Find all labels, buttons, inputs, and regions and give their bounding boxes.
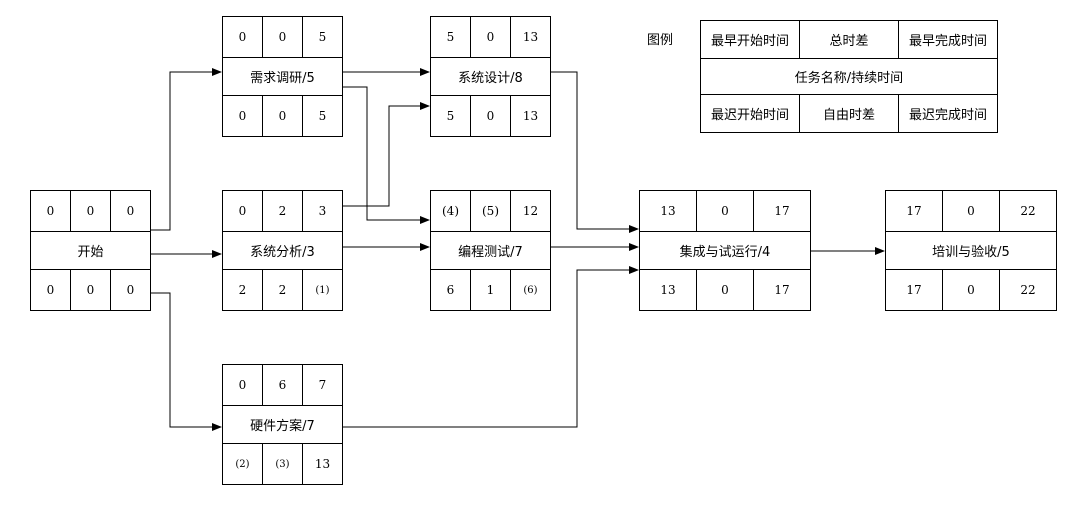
edge-start-hardware (150, 292, 222, 431)
node-integ-bottom-row: 13 0 17 (640, 269, 810, 310)
node-start-top-row: 0 0 0 (31, 191, 150, 232)
node-coding[interactable]: (4) (5) 12 编程测试/7 6 1 (6) (430, 190, 551, 311)
latest-start: 17 (906, 283, 922, 297)
free-float: 0 (470, 96, 510, 136)
node-coding-top-row: (4) (5) 12 (431, 191, 550, 232)
total-float: 0 (942, 191, 999, 231)
node-req[interactable]: 0 0 5 需求调研/5 0 0 5 (222, 16, 343, 137)
latest-finish: 13 (302, 444, 342, 484)
latest-finish: 13 (510, 96, 550, 136)
latest-start: (2) (235, 458, 250, 470)
legend-top-row: 最早开始时间 总时差 最早完成时间 (701, 21, 997, 59)
task-name: 开始 (77, 245, 104, 260)
earliest-start: (4) (442, 204, 459, 218)
free-float: 0 (262, 96, 302, 136)
edge-req-coding (342, 86, 430, 224)
legend-latest-finish: 最迟完成时间 (898, 95, 997, 132)
latest-finish: 22 (999, 270, 1056, 310)
latest-start: 6 (446, 283, 455, 297)
legend-earliest-start: 最早开始时间 (710, 34, 789, 49)
node-coding-bottom-row: 6 1 (6) (431, 269, 550, 310)
legend-task-name-duration: 任务名称/持续时间 (794, 71, 904, 86)
earliest-finish: 22 (999, 191, 1056, 231)
earliest-start: 13 (660, 204, 676, 218)
legend-earliest-finish: 最早完成时间 (898, 21, 997, 58)
earliest-finish: 3 (302, 191, 342, 231)
free-float: 2 (262, 270, 302, 310)
node-integ[interactable]: 13 0 17 集成与试运行/4 13 0 17 (639, 190, 811, 311)
node-design-bottom-row: 5 0 13 (431, 95, 550, 136)
latest-start: 5 (446, 109, 455, 123)
free-float: 0 (942, 270, 999, 310)
earliest-start: 0 (46, 204, 55, 218)
total-float: 2 (262, 191, 302, 231)
earliest-start: 0 (238, 30, 247, 44)
task-name: 硬件方案/7 (250, 419, 315, 434)
free-float: (3) (262, 444, 302, 484)
free-float: 1 (470, 270, 510, 310)
node-req-bottom-row: 0 0 5 (223, 95, 342, 136)
legend-total-float: 总时差 (799, 21, 898, 58)
latest-start: 2 (238, 283, 247, 297)
task-name: 集成与试运行/4 (679, 245, 771, 260)
edge-design-integ (550, 71, 639, 233)
node-start[interactable]: 0 0 0 开始 0 0 0 (30, 190, 151, 311)
earliest-start: 17 (906, 204, 922, 218)
legend-middle-row: 任务名称/持续时间 (701, 58, 997, 95)
legend-title: 图例 (647, 33, 674, 48)
legend-latest-start: 最迟开始时间 (710, 108, 789, 123)
node-train-top-row: 17 0 22 (886, 191, 1056, 232)
node-analysis-top-row: 0 2 3 (223, 191, 342, 232)
latest-finish: 0 (110, 270, 150, 310)
latest-finish: 5 (302, 96, 342, 136)
latest-finish: (1) (302, 270, 342, 310)
total-float: 0 (696, 191, 753, 231)
node-analysis[interactable]: 0 2 3 系统分析/3 2 2 (1) (222, 190, 343, 311)
node-train[interactable]: 17 0 22 培训与验收/5 17 0 22 (885, 190, 1057, 311)
task-name: 系统分析/3 (250, 245, 315, 260)
earliest-start: 0 (238, 204, 247, 218)
node-integ-top-row: 13 0 17 (640, 191, 810, 232)
node-analysis-bottom-row: 2 2 (1) (223, 269, 342, 310)
earliest-finish: 12 (510, 191, 550, 231)
total-float: (5) (470, 191, 510, 231)
legend-free-float: 自由时差 (799, 95, 898, 132)
node-hardware-bottom-row: (2) (3) 13 (223, 443, 342, 484)
latest-start: 0 (238, 109, 247, 123)
legend-bottom-row: 最迟开始时间 自由时差 最迟完成时间 (701, 94, 997, 132)
total-float: 0 (262, 17, 302, 57)
total-float: 6 (262, 365, 302, 405)
task-name: 培训与验收/5 (932, 245, 1010, 260)
node-design[interactable]: 5 0 13 系统设计/8 5 0 13 (430, 16, 551, 137)
node-hardware[interactable]: 0 6 7 硬件方案/7 (2) (3) 13 (222, 364, 343, 485)
earliest-finish: 7 (302, 365, 342, 405)
latest-finish: (6) (510, 270, 550, 310)
task-name: 系统设计/8 (458, 71, 523, 86)
legend-box: 最早开始时间 总时差 最早完成时间 任务名称/持续时间 最迟开始时间 自由时差 … (700, 20, 998, 133)
earliest-finish: 13 (510, 17, 550, 57)
latest-start: 13 (660, 283, 676, 297)
total-float: 0 (470, 17, 510, 57)
earliest-finish: 5 (302, 17, 342, 57)
free-float: 0 (70, 270, 110, 310)
node-design-top-row: 5 0 13 (431, 17, 550, 58)
node-req-top-row: 0 0 5 (223, 17, 342, 58)
latest-finish: 17 (753, 270, 810, 310)
earliest-finish: 0 (110, 191, 150, 231)
earliest-start: 0 (238, 378, 247, 392)
latest-start: 0 (46, 283, 55, 297)
total-float: 0 (70, 191, 110, 231)
task-name: 需求调研/5 (250, 71, 315, 86)
edge-hardware-integ (342, 266, 639, 428)
node-hardware-top-row: 0 6 7 (223, 365, 342, 406)
task-name: 编程测试/7 (458, 245, 523, 260)
free-float: 0 (696, 270, 753, 310)
earliest-finish: 17 (753, 191, 810, 231)
node-train-bottom-row: 17 0 22 (886, 269, 1056, 310)
edge-start-req (150, 68, 222, 231)
node-start-bottom-row: 0 0 0 (31, 269, 150, 310)
earliest-start: 5 (446, 30, 455, 44)
edge-analysis-design (342, 102, 430, 207)
